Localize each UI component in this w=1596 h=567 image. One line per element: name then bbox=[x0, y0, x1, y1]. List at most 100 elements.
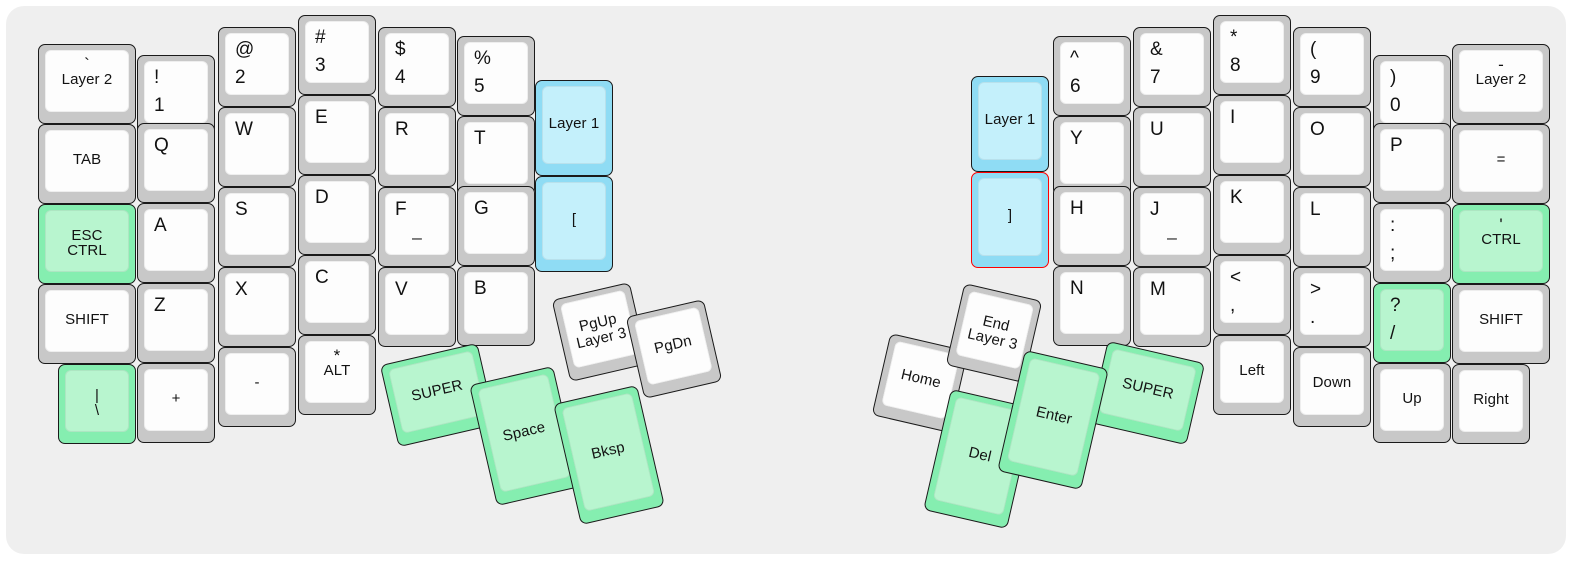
key-cap: P bbox=[1380, 129, 1444, 191]
key-r-6[interactable]: ^6 bbox=[1053, 36, 1131, 116]
key-cap: )0 bbox=[1380, 61, 1444, 123]
key-legend: ( bbox=[1310, 39, 1317, 60]
key-cap: PgDn bbox=[633, 306, 713, 386]
key-l-tab[interactable]: TAB bbox=[38, 124, 136, 204]
key-l-f[interactable]: F_ bbox=[378, 187, 456, 267]
key-legend: + bbox=[171, 390, 181, 408]
key-r-up[interactable]: Up bbox=[1373, 363, 1451, 443]
key-legend: * bbox=[333, 346, 341, 365]
key-l-w[interactable]: W bbox=[218, 107, 296, 187]
key-legend: Layer 1 bbox=[984, 111, 1036, 129]
key-l-plus[interactable]: + bbox=[137, 363, 215, 443]
key-cap: Space bbox=[477, 373, 572, 493]
key-r-0[interactable]: )0 bbox=[1373, 55, 1451, 135]
key-cap: I bbox=[1220, 101, 1284, 163]
key-r-i[interactable]: I bbox=[1213, 95, 1291, 175]
key-r-comma[interactable]: <, bbox=[1213, 255, 1291, 335]
key-l-q[interactable]: Q bbox=[137, 123, 215, 203]
key-l-bracket-left[interactable]: [ bbox=[535, 176, 613, 272]
key-r-8[interactable]: *8 bbox=[1213, 15, 1291, 95]
key-l-e[interactable]: E bbox=[298, 95, 376, 175]
key-legend: Space bbox=[501, 418, 547, 445]
key-r-down[interactable]: Down bbox=[1293, 347, 1371, 427]
key-l-shift[interactable]: SHIFT bbox=[38, 284, 136, 364]
key-legend: Home bbox=[899, 366, 943, 392]
key-l-x[interactable]: X bbox=[218, 267, 296, 347]
key-l-alt[interactable]: *ALT bbox=[298, 335, 376, 415]
key-l-2[interactable]: @2 bbox=[218, 27, 296, 107]
key-r-p[interactable]: P bbox=[1373, 123, 1451, 203]
key-l-s[interactable]: S bbox=[218, 187, 296, 267]
key-l-minus[interactable]: - bbox=[218, 347, 296, 427]
key-legend: ALT bbox=[323, 362, 351, 380]
key-r-minus-layer2[interactable]: -Layer 2 bbox=[1452, 44, 1550, 124]
key-legend: Y bbox=[1070, 128, 1083, 149]
key-legend: Layer 1 bbox=[548, 115, 600, 133]
key-l-bksp[interactable]: Bksp bbox=[553, 384, 665, 526]
key-r-m[interactable]: M bbox=[1133, 267, 1211, 347]
key-l-b[interactable]: B bbox=[457, 266, 535, 346]
key-l-z[interactable]: Z bbox=[137, 283, 215, 363]
key-cap: @2 bbox=[225, 33, 289, 95]
key-legend: I bbox=[1230, 107, 1236, 128]
key-r-slash[interactable]: ?/ bbox=[1373, 283, 1451, 363]
key-l-1[interactable]: !1 bbox=[137, 55, 215, 135]
key-legend: S bbox=[235, 199, 248, 220]
key-r-n[interactable]: N bbox=[1053, 266, 1131, 346]
key-l-pipe-backslash[interactable]: |\ bbox=[58, 364, 136, 444]
key-legend: < bbox=[1230, 267, 1242, 288]
key-r-right[interactable]: Right bbox=[1452, 364, 1530, 444]
key-cap: Left bbox=[1220, 341, 1284, 403]
key-r-layer1[interactable]: Layer 1 bbox=[971, 76, 1049, 172]
key-cap: O bbox=[1300, 113, 1364, 175]
key-r-9[interactable]: (9 bbox=[1293, 27, 1371, 107]
key-legend: Down bbox=[1312, 374, 1352, 392]
key-l-4[interactable]: $4 bbox=[378, 27, 456, 107]
key-l-r[interactable]: R bbox=[378, 107, 456, 187]
key-cap: >. bbox=[1300, 273, 1364, 335]
key-cap: D bbox=[305, 181, 369, 243]
key-cap: R bbox=[385, 113, 449, 175]
key-r-h[interactable]: H bbox=[1053, 186, 1131, 266]
key-r-y[interactable]: Y bbox=[1053, 116, 1131, 196]
key-cap: W bbox=[225, 113, 289, 175]
key-r-equal[interactable]: = bbox=[1452, 124, 1550, 204]
key-cap: Layer 1 bbox=[542, 86, 606, 164]
key-legend: 7 bbox=[1150, 67, 1161, 89]
key-r-quote-ctrl[interactable]: 'CTRL bbox=[1452, 204, 1550, 284]
key-r-bracket-right[interactable]: ] bbox=[971, 172, 1049, 268]
key-r-7[interactable]: &7 bbox=[1133, 27, 1211, 107]
key-l-3[interactable]: #3 bbox=[298, 15, 376, 95]
key-r-j[interactable]: J_ bbox=[1133, 187, 1211, 267]
key-legend: ! bbox=[154, 67, 160, 88]
key-l-d[interactable]: D bbox=[298, 175, 376, 255]
key-cap: L bbox=[1300, 193, 1364, 255]
key-cap: `Layer 2 bbox=[45, 50, 129, 112]
key-l-5[interactable]: %5 bbox=[457, 36, 535, 116]
key-l-t[interactable]: T bbox=[457, 116, 535, 196]
key-r-period[interactable]: >. bbox=[1293, 267, 1371, 347]
key-legend: [ bbox=[571, 211, 577, 229]
key-l-v[interactable]: V bbox=[378, 267, 456, 347]
key-l-a[interactable]: A bbox=[137, 203, 215, 283]
key-r-semicolon[interactable]: :; bbox=[1373, 203, 1451, 283]
key-l-g[interactable]: G bbox=[457, 186, 535, 266]
key-l-pgdn[interactable]: PgDn bbox=[625, 299, 723, 399]
key-cap: X bbox=[225, 273, 289, 335]
key-cap: Q bbox=[144, 129, 208, 191]
key-cap: Down bbox=[1300, 353, 1364, 415]
key-legend: ? bbox=[1390, 295, 1401, 316]
key-r-k[interactable]: K bbox=[1213, 175, 1291, 255]
key-l-layer1[interactable]: Layer 1 bbox=[535, 80, 613, 176]
key-r-left[interactable]: Left bbox=[1213, 335, 1291, 415]
key-r-l[interactable]: L bbox=[1293, 187, 1371, 267]
key-r-u[interactable]: U bbox=[1133, 107, 1211, 187]
key-r-shift[interactable]: SHIFT bbox=[1452, 284, 1550, 364]
key-r-o[interactable]: O bbox=[1293, 107, 1371, 187]
key-l-c[interactable]: C bbox=[298, 255, 376, 335]
key-l-grave-layer2[interactable]: `Layer 2 bbox=[38, 44, 136, 124]
key-r-super[interactable]: SUPER bbox=[1088, 340, 1206, 446]
